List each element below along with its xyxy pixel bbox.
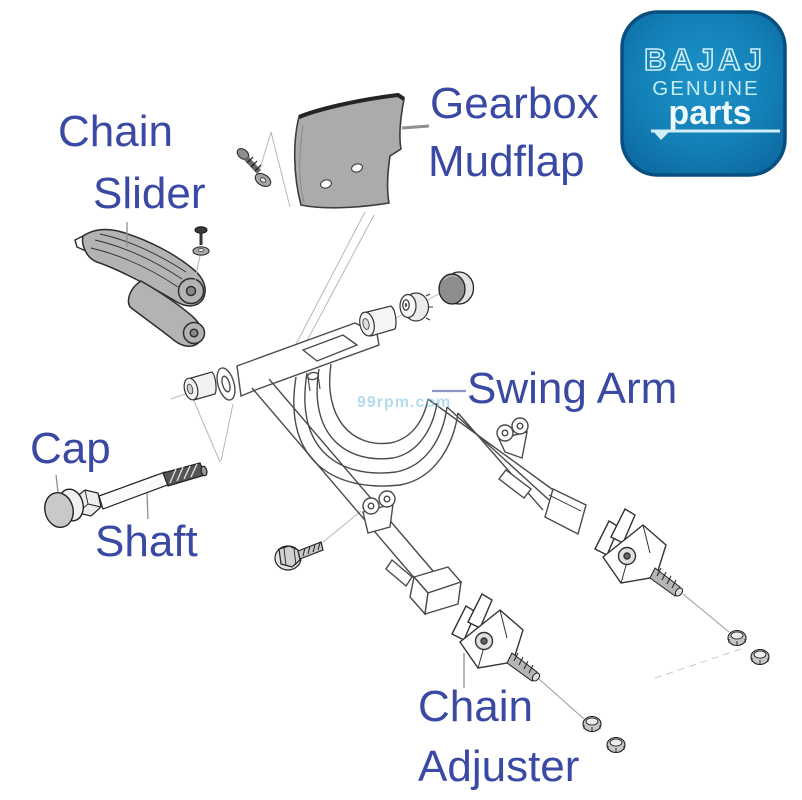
chain-slider-part — [74, 228, 206, 347]
cap-grommet-part — [438, 271, 475, 305]
adjuster-nut-1 — [582, 715, 602, 733]
chain-adjuster-left-part — [451, 593, 541, 682]
gearbox-mudflap-part — [293, 92, 430, 209]
swingarm-bolt-part — [274, 541, 324, 571]
adjuster-nut-2 — [606, 736, 626, 754]
badge-brand-text: BAJAJ — [644, 42, 766, 77]
leader-lines — [55, 222, 466, 688]
flanged-washer-part — [399, 292, 433, 322]
pivot-bushing-part — [183, 371, 217, 401]
badge-genuine-text: GENUINE — [652, 77, 759, 100]
label-cap: Cap — [30, 424, 111, 473]
badge-arrow-icon — [653, 131, 670, 140]
watermark: 99rpm.com — [357, 394, 451, 411]
label-chain-adjuster-line2: Adjuster — [418, 742, 580, 791]
label-swing-arm: Swing Arm — [467, 364, 678, 413]
label-gearbox-mudflap-line1: Gearbox — [430, 79, 599, 128]
bajaj-genuine-parts-badge: BAJAJ GENUINE parts — [620, 10, 787, 177]
label-shaft: Shaft — [95, 517, 198, 566]
adjuster-nut-3 — [727, 629, 747, 647]
slider-screw-part — [192, 226, 210, 286]
swing-arm-part — [216, 322, 587, 616]
adjuster-nut-4 — [750, 648, 770, 666]
upper-bushing-part — [359, 305, 397, 337]
label-chain-slider-line2: Slider — [93, 169, 206, 218]
shaft-part — [74, 462, 208, 517]
label-chain-adjuster-line1: Chain — [418, 682, 533, 731]
chain-adjuster-right-part — [594, 508, 684, 597]
cap-part — [44, 488, 84, 529]
label-chain-slider-line1: Chain — [58, 107, 173, 156]
badge-parts-text: parts — [668, 94, 751, 132]
mudflap-bolt-part — [236, 148, 272, 187]
label-gearbox-mudflap-line2: Mudflap — [428, 137, 585, 186]
